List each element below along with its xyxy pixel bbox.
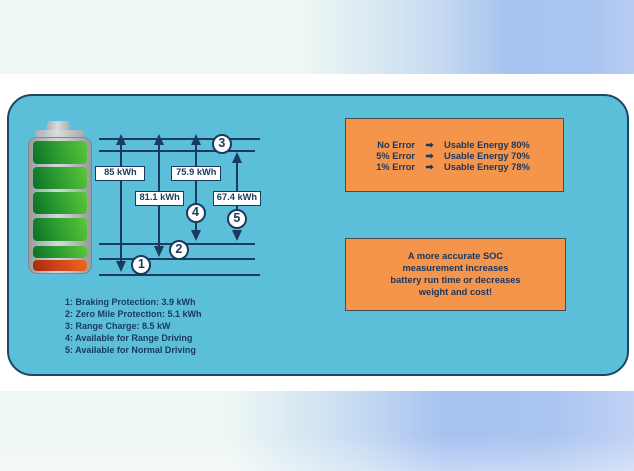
- arrow-81kwh-down-icon: [154, 245, 164, 257]
- top-gradient-strip: [0, 0, 634, 74]
- battery-segment-green-2: [33, 166, 87, 189]
- legend-item-5: 5: Available for Normal Driving: [65, 344, 196, 355]
- battery-body: [28, 137, 92, 274]
- error-row-2: 5% Error ➡ Usable Energy 70%: [346, 151, 563, 162]
- battery-segment-green-3: [33, 192, 87, 215]
- error-condition-2: 5% Error: [376, 150, 415, 161]
- right-arrow-icon: ➡: [425, 162, 434, 174]
- arrow-85kwh-down-icon: [115, 260, 126, 272]
- marker-circle-1: 1: [131, 255, 152, 276]
- battery-segment-red: [33, 260, 87, 271]
- right-arrow-icon: ➡: [425, 139, 434, 151]
- marker-circle-5: 5: [226, 208, 247, 229]
- soc-message-text: A more accurate SOC measurement increase…: [390, 250, 520, 299]
- marker-circle-2: 2: [168, 240, 189, 261]
- error-result-2: Usable Energy 70%: [444, 150, 530, 161]
- arrow-85kwh-up-icon: [115, 134, 126, 145]
- level-line-empty: [99, 273, 260, 276]
- error-row-1: No Error ➡ Usable Energy 80%: [346, 140, 563, 151]
- right-arrow-icon: ➡: [425, 150, 434, 162]
- value-label-81.1kwh: 81.1 kWh: [135, 191, 184, 207]
- usable-energy-box: No Error ➡ Usable Energy 80% 5% Error ➡ …: [345, 117, 564, 192]
- arrow-81kwh-up-icon: [154, 134, 164, 145]
- bottom-gradient-strip: [0, 391, 634, 471]
- marker-circle-4: 4: [185, 203, 206, 223]
- legend-item-2: 2: Zero Mile Protection: 5.1 kWh: [65, 308, 202, 319]
- battery-segment-green-1: [33, 141, 87, 164]
- legend-item-3: 3: Range Charge: 8.5 kW: [65, 320, 171, 331]
- arrow-67kwh-down-icon: [232, 230, 242, 241]
- error-row-3: 1% Error ➡ Usable Energy 78%: [346, 162, 563, 173]
- soc-message-line-4: weight and cost!: [418, 287, 493, 298]
- error-condition-1: No Error: [377, 139, 415, 150]
- arrow-67kwh-up-icon: [232, 151, 242, 163]
- arrow-76kwh-shaft: [194, 142, 197, 234]
- battery-terminal-cap: [35, 130, 84, 138]
- level-line-full-charge: [99, 137, 260, 140]
- battery-segment-green-4: [33, 218, 87, 241]
- error-result-1: Usable Energy 80%: [444, 139, 530, 150]
- soc-message-line-2: measurement increases: [402, 262, 509, 273]
- error-result-3: Usable Energy 78%: [444, 162, 530, 173]
- error-condition-3: 1% Error: [376, 162, 415, 173]
- arrow-85kwh-shaft: [119, 142, 122, 264]
- level-line-range-charge: [99, 150, 255, 152]
- arrow-76kwh-up-icon: [190, 134, 201, 145]
- marker-circle-3: 3: [211, 133, 232, 154]
- soc-message-box: A more accurate SOC measurement increase…: [345, 237, 566, 311]
- soc-message-line-1: A more accurate SOC: [407, 250, 504, 261]
- arrow-76kwh-down-icon: [190, 230, 201, 241]
- legend: 1: Braking Protection: 3.9 kWh 2: Zero M…: [65, 297, 202, 357]
- legend-item-1: 1: Braking Protection: 3.9 kWh: [65, 297, 196, 307]
- value-label-67.4kwh: 67.4 kWh: [212, 191, 262, 207]
- battery-segment-green-5: [33, 246, 87, 258]
- battery-terminal-nub: [47, 121, 70, 132]
- value-label-85kwh: 85 kWh: [95, 166, 146, 182]
- diagram-panel: 85 kWh 75.9 kWh 81.1 kWh 67.4 kWh 1 2 3 …: [7, 94, 629, 376]
- soc-message-line-3: battery run time or decreases: [390, 275, 521, 285]
- legend-item-4: 4: Available for Range Driving: [65, 332, 193, 343]
- value-label-75.9kwh: 75.9 kWh: [171, 166, 222, 182]
